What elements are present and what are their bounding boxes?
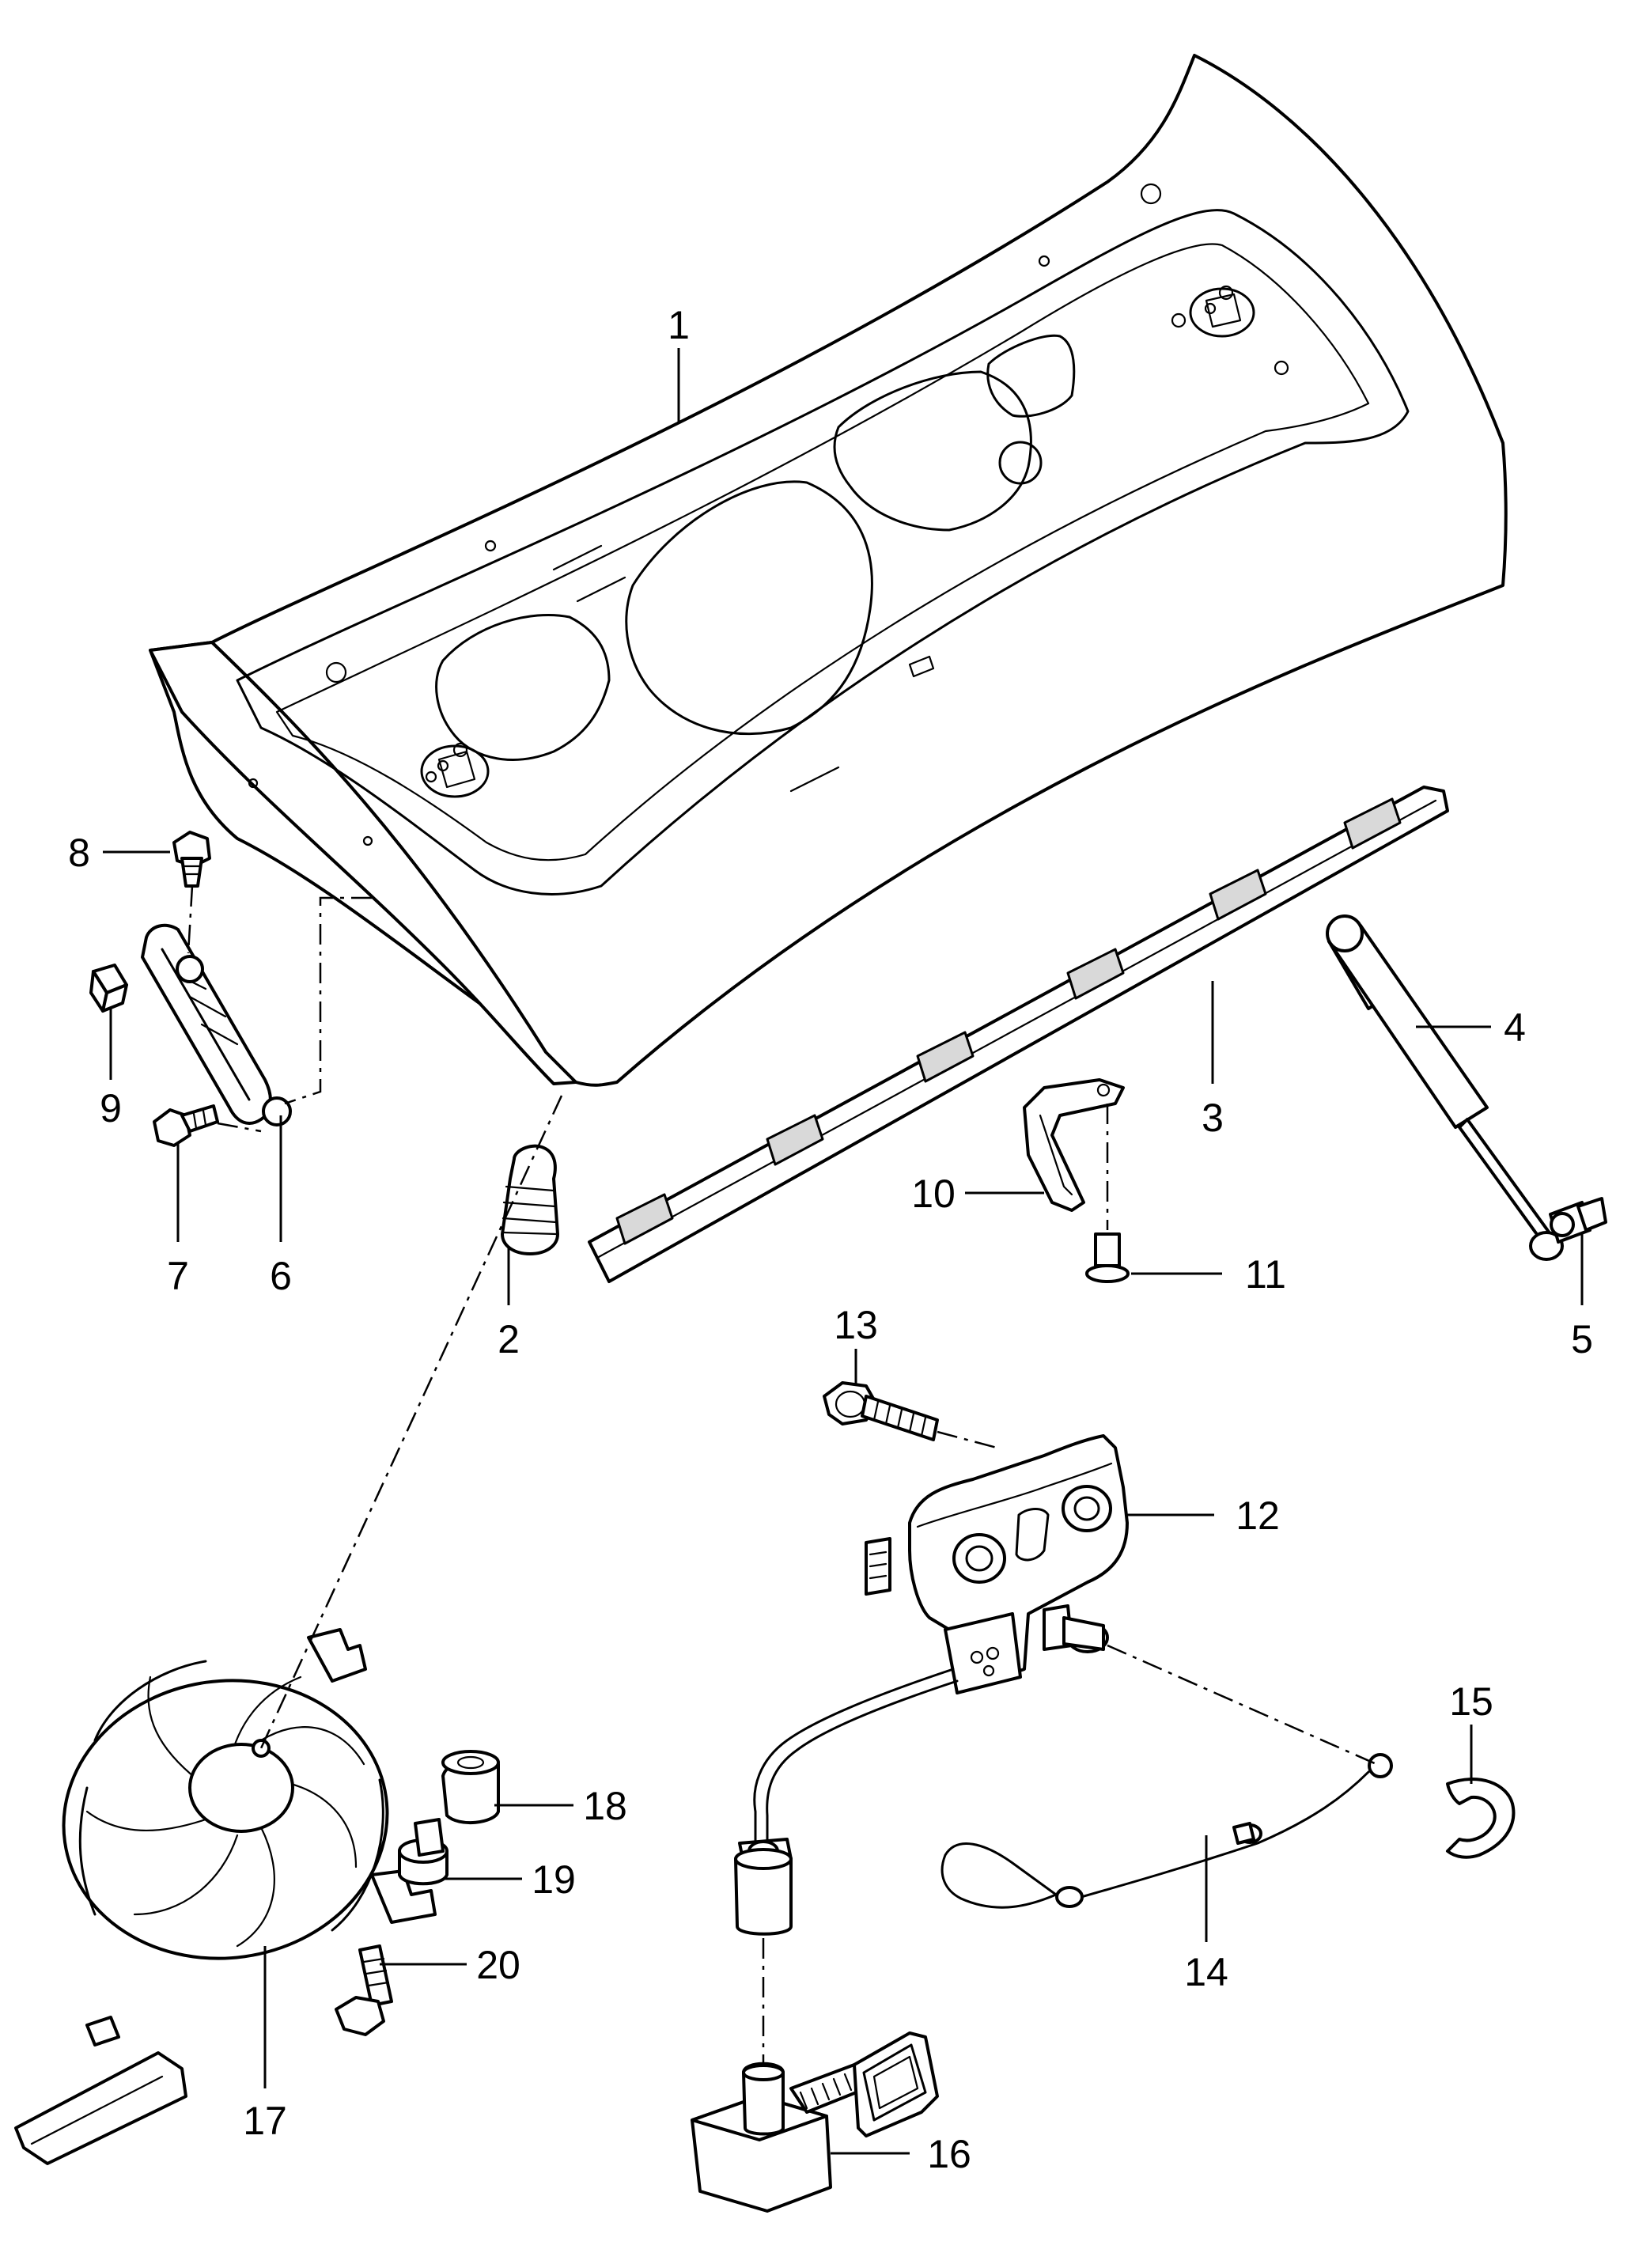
callout-5: 5 <box>1571 1317 1593 1361</box>
callout-15: 15 <box>1449 1679 1493 1724</box>
part-11-screw <box>1085 1232 1130 1283</box>
part-12-latch <box>865 1434 1129 1694</box>
callout-labels: 1 2 3 4 5 6 7 8 9 10 11 12 13 14 15 16 1… <box>68 303 1593 2176</box>
callout-16: 16 <box>927 2132 971 2176</box>
part-14-cable <box>941 1753 1393 1909</box>
part-20-bolt <box>335 1944 393 2036</box>
part-17-fan <box>14 1628 437 2165</box>
callout-3: 3 <box>1202 1096 1224 1140</box>
part-19-grommet <box>398 1818 448 1886</box>
callout-10: 10 <box>911 1172 956 1216</box>
part-7-bolt <box>153 1104 219 1147</box>
callout-13: 13 <box>834 1303 878 1347</box>
callout-4: 4 <box>1504 1005 1526 1050</box>
part-5-ball-stud <box>1549 1197 1607 1244</box>
part-2-bump-stop <box>501 1144 559 1255</box>
callout-8: 8 <box>68 831 90 875</box>
part-4-gas-strut <box>1326 914 1564 1261</box>
leader-lines <box>103 348 1584 2155</box>
part-10-bracket <box>1023 1078 1125 1212</box>
assembly-lines <box>187 885 1377 2065</box>
part-16-switch <box>691 1668 959 2213</box>
callout-17: 17 <box>243 2099 287 2143</box>
callout-20: 20 <box>476 1943 520 1987</box>
callout-18: 18 <box>583 1784 627 1828</box>
callout-2: 2 <box>498 1317 520 1361</box>
part-1-lid <box>149 54 1508 1087</box>
part-3-seal-strip <box>588 786 1449 1283</box>
callout-9: 9 <box>100 1086 122 1130</box>
part-6-hinge <box>141 923 292 1126</box>
callout-1: 1 <box>668 303 690 347</box>
part-13-bolt <box>823 1381 939 1441</box>
part-15-clip <box>1446 1778 1516 1859</box>
part-8-bolt <box>172 831 211 888</box>
callout-19: 19 <box>532 1857 576 1902</box>
callout-6: 6 <box>270 1254 292 1298</box>
callout-7: 7 <box>167 1254 189 1298</box>
callout-14: 14 <box>1184 1950 1228 1994</box>
callout-11: 11 <box>1245 1252 1286 1297</box>
part-18-bushing <box>441 1750 500 1825</box>
callout-12: 12 <box>1236 1494 1280 1538</box>
part-9-cap <box>89 964 128 1013</box>
